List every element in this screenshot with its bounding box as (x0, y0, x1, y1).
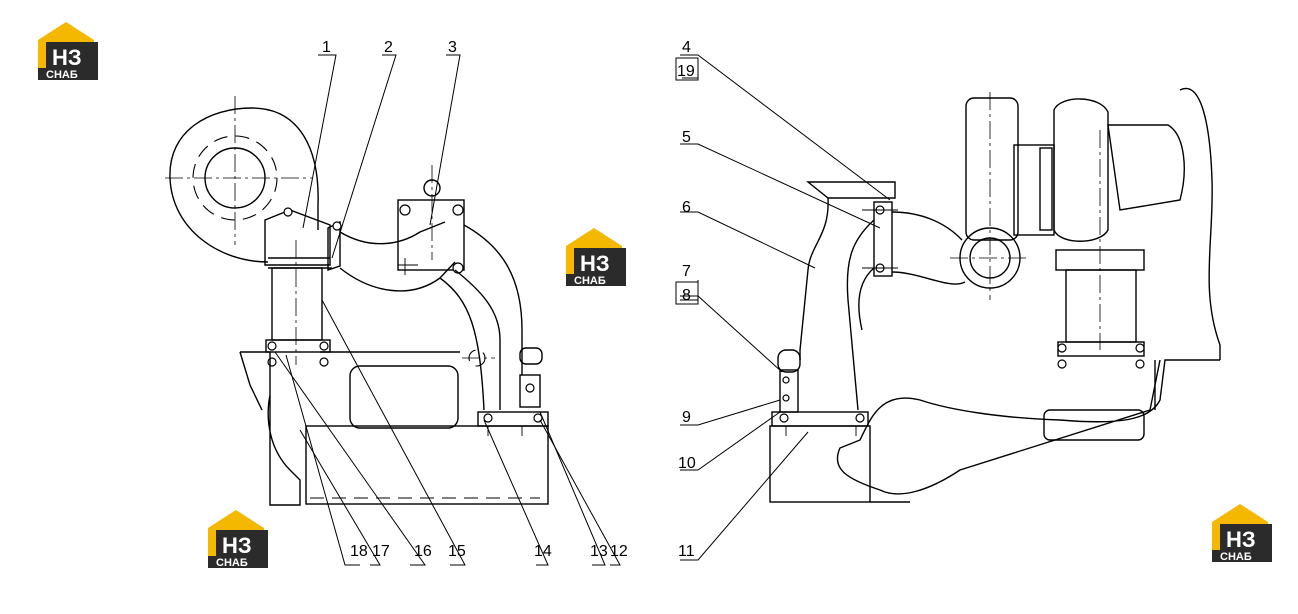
callout-3: 3 (448, 39, 457, 56)
callout-7: 7 (682, 263, 691, 280)
logo-mark: НЗ (222, 533, 252, 558)
callout-17: 17 (372, 543, 390, 560)
callout-13: 13 (590, 543, 608, 560)
inspection-cover (349, 365, 459, 429)
turbo-volute (169, 107, 319, 263)
callout-2: 2 (384, 39, 393, 56)
side-clamp (779, 369, 799, 413)
callout-1: 1 (322, 39, 331, 56)
logo-caption: СНАБ (1220, 551, 1252, 563)
lower-block-right (769, 425, 871, 503)
mount-arm (1179, 87, 1221, 360)
logo-caption: СНАБ (216, 557, 248, 569)
bracket-plate (397, 199, 465, 271)
callout-12: 12 (610, 543, 628, 560)
callout-10: 10 (678, 455, 696, 472)
vertical-pipe (271, 267, 323, 341)
top-bracket (806, 181, 896, 199)
logo-center: НЗ СНАБ (566, 228, 626, 287)
logo-caption: СНАБ (574, 275, 606, 287)
elbow-pipe (799, 197, 875, 411)
logo-top-left: НЗ СНАБ (38, 22, 98, 81)
callout-16: 16 (414, 543, 432, 560)
turbo-turbine-housing (1053, 98, 1109, 242)
callout-19: 19 (677, 63, 695, 80)
lower-flange (265, 339, 331, 353)
logo-mark: НЗ (580, 251, 610, 276)
flange-pair (873, 201, 893, 277)
left-view (165, 96, 549, 506)
logo-bottom-right: НЗ СНАБ (1212, 504, 1272, 563)
turbo-compressor-housing (965, 97, 1019, 241)
base-block (305, 425, 549, 505)
manifold-housing (239, 351, 301, 506)
callout-9: 9 (682, 409, 691, 426)
callout-6: 6 (682, 199, 691, 216)
logo-mark: НЗ (1226, 527, 1256, 552)
callout-15: 15 (448, 543, 466, 560)
logo-caption: СНАБ (46, 69, 78, 81)
elbow-flange (264, 209, 331, 266)
logo-mark: НЗ (52, 45, 82, 70)
logo-bottom-left: НЗ СНАБ (208, 510, 268, 569)
downpipe (454, 224, 523, 410)
callout-5: 5 (682, 129, 691, 146)
right-view (769, 87, 1221, 503)
callout-11: 11 (678, 543, 695, 560)
callout-8: 8 (682, 287, 691, 304)
exhaust-pipe-s (339, 221, 456, 292)
callout-18: 18 (350, 543, 368, 560)
callout-4: 4 (682, 39, 691, 56)
support-clamp (519, 374, 541, 408)
engine-casing (836, 359, 1220, 495)
riser-pipe (1065, 269, 1137, 343)
leader-lines (274, 54, 891, 566)
callout-labels: 1 2 3 4 19 5 6 7 8 9 10 11 18 17 16 15 1… (322, 39, 696, 560)
callout-14: 14 (534, 543, 552, 560)
turbo-center-housing (1013, 144, 1055, 236)
